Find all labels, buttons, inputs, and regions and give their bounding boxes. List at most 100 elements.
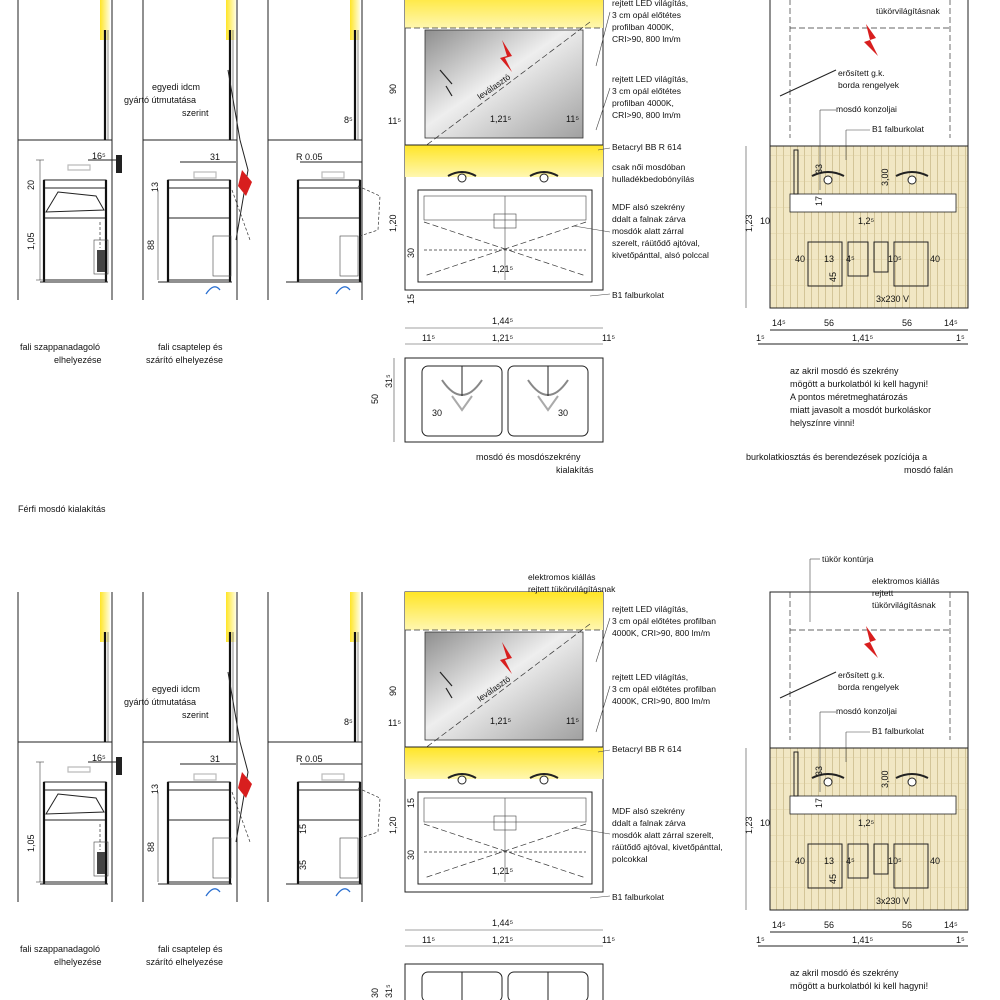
side-note-1: egyedi idcm (152, 82, 200, 92)
soap-dispenser-section (16, 590, 124, 904)
dim: 17 (814, 798, 824, 808)
dim: 1,23 (744, 816, 754, 834)
dim: 1,20 (388, 214, 398, 232)
note-betacryl: Betacryl BB R 614 (612, 142, 682, 152)
dim: 15 (406, 798, 416, 808)
dim: 14⁵ (944, 920, 958, 930)
dim: 31 (210, 754, 220, 764)
dim: 1,21⁵ (492, 935, 514, 945)
note-mdf-a: MDF alsó szekrény (612, 202, 685, 212)
caption-soap-2: elhelyezése (54, 355, 102, 365)
dim: 11⁵ (422, 333, 435, 343)
tap-section (141, 590, 254, 904)
dim: 1,23 (744, 214, 754, 232)
rw-note-elec-b: rejtett (872, 588, 894, 598)
rw-caption-2: mögött a burkolatból ki kell hagyni! (790, 379, 928, 389)
rw-caption-2: mögött a burkolatból ki kell hagyni! (790, 981, 928, 991)
caption-tap-2: szárító elhelyezése (146, 355, 223, 365)
note-mdf-e: kivetőpánttal, alsó polccal (612, 250, 709, 260)
caption-soap-1: fali szappanadagoló (20, 944, 100, 954)
dim: 88 (146, 842, 156, 852)
dryer-section (266, 0, 382, 302)
dim: 50 (370, 394, 380, 404)
section-top: fali szappanadagoló elhelyezése fali csa… (16, 0, 969, 475)
dim: 1,41⁵ (852, 333, 874, 343)
dryer-section (266, 590, 382, 904)
dim: 1⁵ (956, 333, 965, 343)
note-mdf-a: MDF alsó szekrény (612, 806, 685, 816)
note-led-1c: profilban 4000K, (612, 22, 674, 32)
dim: 45 (828, 272, 838, 282)
front-elevation (404, 591, 604, 893)
rw-note-light: tükörvilágításnak (876, 6, 941, 16)
rw-caption2-2: mosdó falán (904, 465, 953, 475)
rw-caption-3: A pontos méretmeghatározás (790, 392, 908, 402)
note-mdf-c: mosdók alatt zárral (612, 226, 684, 236)
note-mdf-d: ráütődő ajtóval, kivetőpánttal, (612, 842, 723, 852)
note-electric-a: elektromos kiállás (528, 572, 596, 582)
note-b1: B1 falburkolat (612, 290, 665, 300)
plan-view (393, 357, 604, 443)
note-waste-a: csak női mosdóban (612, 162, 686, 172)
dim: R 0.05 (296, 152, 323, 162)
dim: 30 (406, 850, 416, 860)
caption-tap-1: fali csaptelep és (158, 944, 223, 954)
dim: 1,05 (26, 834, 36, 852)
rw-caption-1: az akril mosdó és szekrény (790, 968, 899, 978)
dim: 40 (930, 254, 940, 264)
dim: 1,44⁵ (492, 918, 514, 928)
dim: 1,21⁵ (492, 264, 514, 274)
dim: 1⁵ (756, 333, 765, 343)
note-led-1b: 3 cm opál előtétes profilban (612, 616, 716, 626)
note-led-1d: CRI>90, 800 lm/m (612, 34, 681, 44)
rw-note-b1: B1 falburkolat (872, 124, 925, 134)
dim: 11⁵ (422, 935, 435, 945)
note-b1: B1 falburkolat (612, 892, 665, 902)
dim: 20 (26, 180, 36, 190)
wall-tiling-view (745, 0, 969, 345)
side-note-2: gyártó útmutatása (124, 95, 196, 105)
rw-note-mirror: tükör kontúrja (822, 554, 874, 564)
soap-dispenser-section (16, 0, 124, 302)
side-note-3: szerint (182, 710, 209, 720)
note-mdf-c: mosdók alatt zárral szerelt, (612, 830, 714, 840)
dim: 1,41⁵ (852, 935, 874, 945)
note-led-2a: rejtett LED világítás, (612, 74, 688, 84)
rw-note-rib-a: erősített g.k. (838, 670, 885, 680)
dim: 35 (298, 860, 308, 870)
rw-note-rib-b: borda rengelyek (838, 682, 900, 692)
rw-note-bracket: mosdó konzoljai (836, 706, 897, 716)
dim: 10⁵ (888, 254, 902, 264)
dim: 31 (210, 152, 220, 162)
wall-tiling-view (745, 591, 969, 947)
dim: 15 (298, 824, 308, 834)
rw-caption-4: miatt javasolt a mosdót burkoláskor (790, 405, 931, 415)
dim: 13 (824, 254, 834, 264)
dim: 33 (814, 766, 824, 776)
dim: 1,44⁵ (492, 316, 514, 326)
rw-note-b1: B1 falburkolat (872, 726, 925, 736)
plan-caption-2: kialakítás (556, 465, 594, 475)
side-note-3: szerint (182, 108, 209, 118)
dim: 11⁵ (602, 333, 615, 343)
note-led-1a: rejtett LED világítás, (612, 0, 688, 8)
dim: 17 (814, 196, 824, 206)
rw-note-rib-a: erősített g.k. (838, 68, 885, 78)
dim: 8⁵ (344, 115, 353, 125)
rw-note-elec-c: tükörvilágításnak (872, 600, 937, 610)
dim: 3x230 V (876, 896, 909, 906)
caption-soap-1: fali szappanadagoló (20, 342, 100, 352)
note-led-2c: 4000K, CRI>90, 800 lm/m (612, 696, 710, 706)
dim: 10 (760, 818, 770, 828)
dim: 30 (370, 988, 380, 998)
rw-note-rib-b: borda rengelyek (838, 80, 900, 90)
note-led-2b: 3 cm opál előtétes profilban (612, 684, 716, 694)
rw-caption-1: az akril mosdó és szekrény (790, 366, 899, 376)
note-mdf-d: szerelt, ráütődő ajtóval, (612, 238, 700, 248)
dim: 13 (150, 784, 160, 794)
note-mdf-e: polcokkal (612, 854, 648, 864)
dim: 13 (150, 182, 160, 192)
dim: 16⁵ (92, 151, 106, 161)
side-note-2: gyártó útmutatása (124, 697, 196, 707)
caption-tap-2: szárító elhelyezése (146, 957, 223, 967)
